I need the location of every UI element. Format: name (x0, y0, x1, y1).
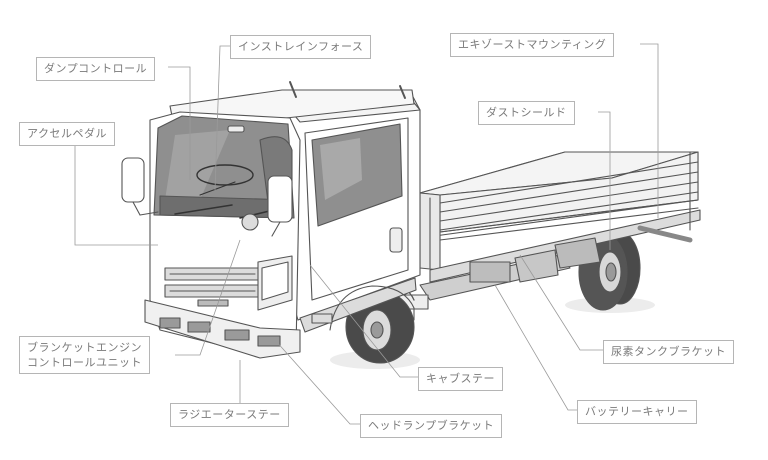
label-headlamp-bracket: ヘッドランプブラケット (360, 414, 503, 438)
label-accel-pedal: アクセルペダル (19, 122, 115, 146)
label-exhaust-mounting: エキゾーストマウンティング (450, 33, 615, 57)
label-battery-carrier: バッテリーキャリー (577, 400, 697, 424)
label-instrain-force: インストレインフォース (230, 35, 372, 59)
label-blanket-engine-line1: ブランケットエンジン (27, 341, 142, 354)
cab-side (284, 94, 421, 333)
label-dust-shield: ダストシールド (478, 101, 575, 125)
label-dump-control: ダンプコントロール (36, 57, 156, 81)
label-urea-tank-bracket: 尿素タンクブラケット (603, 340, 734, 364)
label-blanket-engine-line2: コントロールユニット (27, 356, 142, 369)
label-radiator-stay: ラジエーターステー (170, 403, 289, 427)
label-cab-stay: キャブステー (418, 367, 503, 391)
label-blanket-engine-control-unit: ブランケットエンジン コントロールユニット (19, 336, 150, 374)
